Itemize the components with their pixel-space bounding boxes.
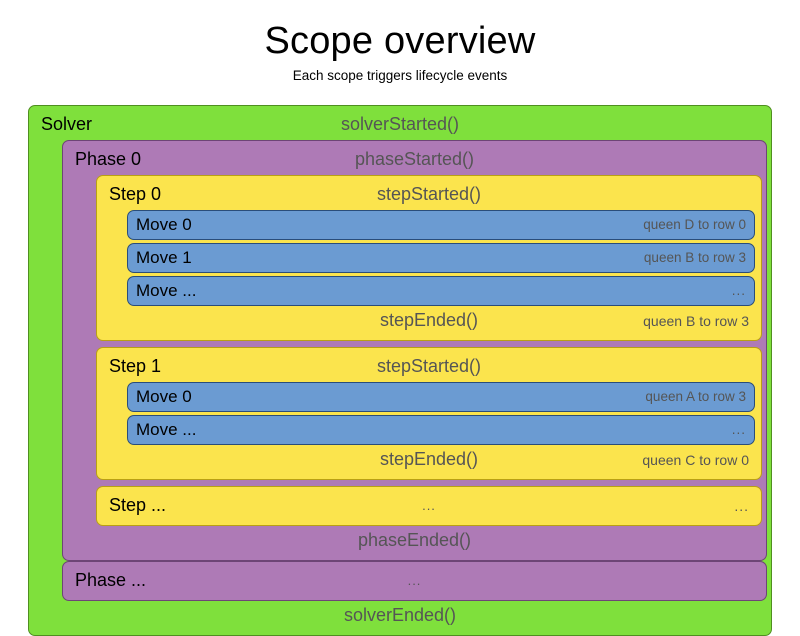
move-detail: ... [731, 283, 746, 299]
move-detail: queen A to row 3 [645, 389, 746, 405]
scope-diagram: Solver solverStarted() Phase 0 phaseStar… [28, 104, 772, 636]
step-0-started-event: stepStarted() [376, 184, 482, 205]
phase-0-scope[interactable]: Phase 0 phaseStarted() Step 0 stepStarte… [62, 139, 767, 561]
step-0-scope[interactable]: Step 0 stepStarted() Move 0 queen D to r… [96, 174, 762, 341]
phase-more-row: Phase ... ... [67, 566, 762, 596]
phase-0-ended-event: phaseEnded() [357, 530, 472, 551]
solver-started-row: Solver solverStarted() [33, 110, 767, 140]
move-detail: queen B to row 3 [643, 250, 746, 266]
move-row: Move ... ... [128, 277, 754, 305]
step-1-ended-row: stepEnded() queen C to row 0 [101, 445, 757, 475]
phase-more-event: ... [407, 573, 422, 589]
step-more-label: Step ... [109, 495, 167, 516]
move-label: Move 1 [136, 247, 192, 267]
solver-started-event: solverStarted() [340, 114, 460, 135]
move-label: Move 0 [136, 386, 192, 406]
solver-ended-event: solverEnded() [343, 605, 457, 626]
step-more-detail: ... [734, 497, 749, 514]
move-row: Move 0 queen D to row 0 [128, 211, 754, 239]
phase-more-label: Phase ... [75, 570, 147, 591]
phase-0-label: Phase 0 [75, 149, 142, 170]
step-0-ended-detail: queen B to row 3 [643, 312, 749, 329]
step-1-started-row: Step 1 stepStarted() [101, 352, 757, 382]
step-1-move-list: Move 0 queen A to row 3 Move ... ... [101, 381, 757, 445]
move-row: Move ... ... [128, 416, 754, 444]
step-0-started-row: Step 0 stepStarted() [101, 180, 757, 210]
phase-more-scope[interactable]: Phase ... ... [62, 560, 767, 601]
phase-0-started-event: phaseStarted() [354, 149, 475, 170]
page-subtitle: Each scope triggers lifecycle events [292, 67, 508, 83]
move-scope[interactable]: Move 1 queen B to row 3 [127, 242, 755, 273]
move-detail: ... [731, 422, 746, 438]
step-more-event: ... [422, 498, 436, 514]
phase-0-ended-row: phaseEnded() [67, 526, 762, 556]
move-row: Move 0 queen A to row 3 [128, 383, 754, 411]
step-0-label: Step 0 [109, 184, 162, 205]
move-scope[interactable]: Move 0 queen D to row 0 [127, 209, 755, 240]
move-label: Move ... [136, 419, 197, 439]
solver-scope[interactable]: Solver solverStarted() Phase 0 phaseStar… [28, 104, 772, 636]
move-label: Move 0 [136, 214, 192, 234]
phase-0-started-row: Phase 0 phaseStarted() [67, 145, 762, 175]
step-more-scope[interactable]: Step ... ... ... [96, 485, 762, 526]
step-1-ended-detail: queen C to row 0 [642, 451, 749, 468]
page-header: Scope overview Each scope triggers lifec… [0, 0, 800, 83]
page-title: Scope overview [264, 20, 536, 62]
step-0-ended-row: stepEnded() queen B to row 3 [101, 306, 757, 336]
move-label: Move ... [136, 280, 197, 300]
solver-ended-row: solverEnded() [33, 601, 767, 631]
move-scope[interactable]: Move ... ... [127, 275, 755, 306]
move-scope[interactable]: Move ... ... [127, 414, 755, 445]
step-1-scope[interactable]: Step 1 stepStarted() Move 0 queen A to r… [96, 346, 762, 480]
step-1-started-event: stepStarted() [376, 356, 482, 377]
step-1-label: Step 1 [109, 356, 162, 377]
step-0-move-list: Move 0 queen D to row 0 Move 1 queen B t… [101, 209, 757, 306]
move-scope[interactable]: Move 0 queen A to row 3 [127, 381, 755, 412]
move-row: Move 1 queen B to row 3 [128, 244, 754, 272]
step-more-row: Step ... ... ... [101, 491, 757, 521]
move-detail: queen D to row 0 [643, 217, 746, 233]
solver-label: Solver [41, 114, 93, 135]
